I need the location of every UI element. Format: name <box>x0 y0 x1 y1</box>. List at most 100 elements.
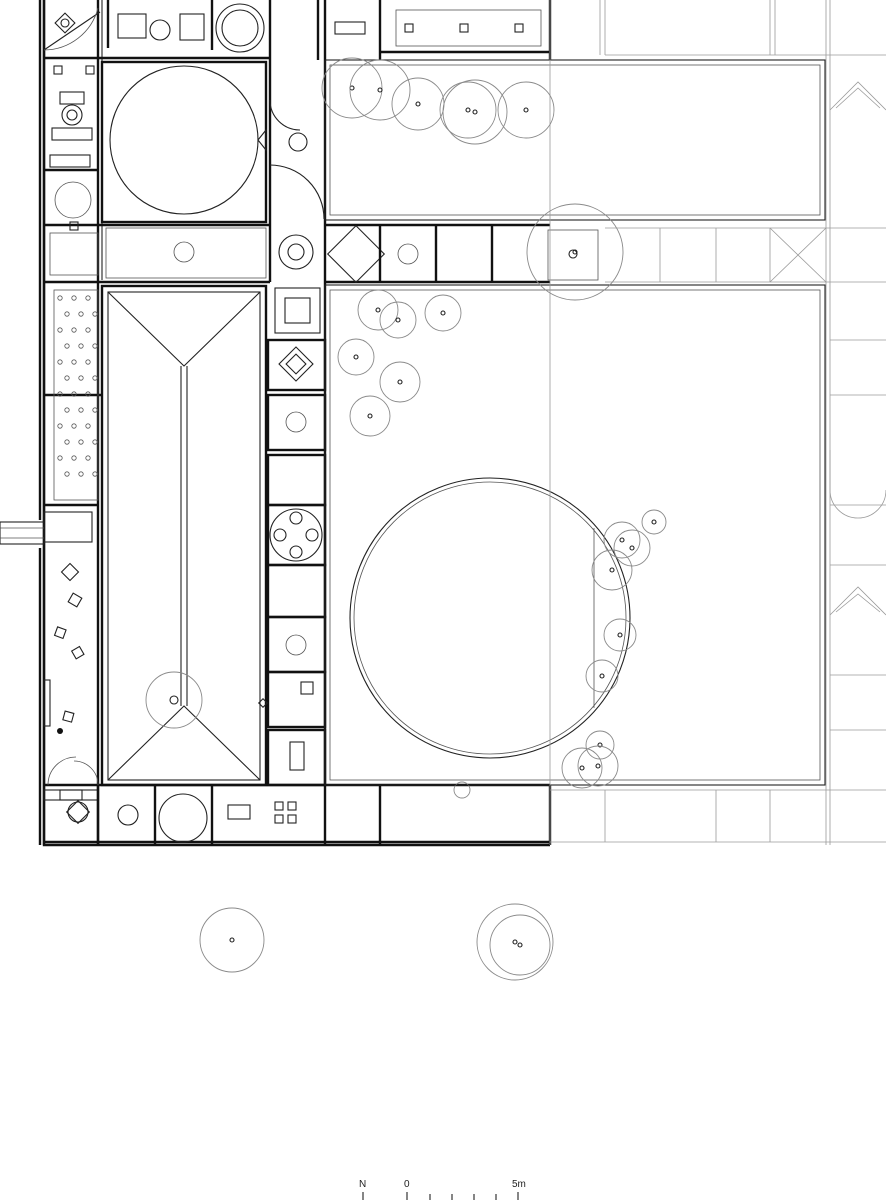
scale-bar: N 0 5m <box>359 1179 526 1200</box>
floor-dot <box>92 439 98 445</box>
tree-canopy <box>424 294 462 332</box>
tree-trunk <box>229 937 235 943</box>
floor-dot <box>92 471 98 477</box>
tree-canopy <box>613 529 651 567</box>
tree-trunk <box>465 107 471 113</box>
floor-dot <box>92 375 98 381</box>
tree-canopy <box>321 57 383 119</box>
tree-canopy <box>442 79 508 145</box>
tree-trunk <box>415 101 421 107</box>
floor-dot <box>57 327 63 333</box>
circular-room-top <box>100 60 268 279</box>
tree-canopy <box>577 745 619 787</box>
tree-trunk <box>599 673 605 679</box>
tree-canopy <box>391 77 445 131</box>
floor-dot <box>71 359 77 365</box>
tree-trunk <box>375 307 381 313</box>
north-label: N <box>359 1179 366 1190</box>
tree-canopy <box>337 338 375 376</box>
floor-dot <box>64 407 70 413</box>
tree-canopy <box>603 521 641 559</box>
middle-row <box>325 223 599 284</box>
floor-dot <box>78 375 84 381</box>
tree-trunk <box>572 249 578 255</box>
floor-dot <box>92 407 98 413</box>
tree-canopy <box>591 549 633 591</box>
tree-trunk <box>617 632 623 638</box>
tree-canopy <box>489 914 551 976</box>
tree-trunk <box>472 109 478 115</box>
tree-canopy <box>476 903 554 981</box>
tree-canopy <box>526 203 624 301</box>
floor-dot <box>92 311 98 317</box>
floor-dot <box>71 391 77 397</box>
floor-dot <box>85 327 91 333</box>
floor-dot <box>78 471 84 477</box>
corridor <box>266 0 327 845</box>
floor-dot <box>64 311 70 317</box>
floor-dot <box>57 455 63 461</box>
tree-trunk <box>440 310 446 316</box>
floor-dot <box>57 295 63 301</box>
floor-dot <box>85 391 91 397</box>
floor-dot <box>78 343 84 349</box>
tree-canopy <box>603 618 637 652</box>
floor-dot <box>57 423 63 429</box>
bottom-rooms <box>65 781 552 845</box>
tree-trunk <box>353 354 359 360</box>
tree-canopy <box>379 301 417 339</box>
floor-dot <box>78 439 84 445</box>
floor-dot <box>64 439 70 445</box>
tree-trunk <box>595 763 601 769</box>
top-rooms <box>106 0 552 282</box>
floor-dot <box>71 455 77 461</box>
left-lower-room <box>53 562 85 734</box>
floor-dot <box>85 359 91 365</box>
tree-canopy <box>199 907 265 973</box>
chair-icon <box>65 799 91 825</box>
tree-trunk <box>397 379 403 385</box>
scale-end-label: 5m <box>512 1179 526 1190</box>
tree-trunk <box>597 742 603 748</box>
floor-dot <box>64 343 70 349</box>
top-left-rooms <box>43 7 101 276</box>
tree-canopy <box>379 361 421 403</box>
tree-trunk <box>619 537 625 543</box>
tree-canopy <box>561 747 603 789</box>
desk-chair-icon <box>54 12 76 34</box>
floor-dot <box>57 359 63 365</box>
tree-canopy <box>349 59 411 121</box>
tree-canopy <box>349 395 391 437</box>
tree-trunk <box>367 413 373 419</box>
tree-trunk <box>517 942 523 948</box>
tree-trunk <box>651 519 657 525</box>
tree-canopy <box>585 659 619 693</box>
tree-canopy <box>357 289 399 331</box>
floor-dot <box>57 391 63 397</box>
tree-trunk <box>395 317 401 323</box>
tree-trunk <box>629 545 635 551</box>
left-wing <box>0 0 325 845</box>
tree-trunk <box>512 939 518 945</box>
floor-dot <box>78 407 84 413</box>
main-courtyard <box>324 284 826 786</box>
floor-dot <box>64 471 70 477</box>
floor-dot <box>85 423 91 429</box>
floor-dot <box>85 295 91 301</box>
dotted-area <box>57 295 98 477</box>
floor-dot <box>71 295 77 301</box>
floor-dot <box>85 455 91 461</box>
scale-start-label: 0 <box>404 1179 410 1190</box>
floor-dot <box>78 311 84 317</box>
outer-walls <box>38 0 550 847</box>
floor-dot <box>71 327 77 333</box>
tree-trunk <box>377 87 383 93</box>
tree-trunk <box>579 765 585 771</box>
tree-canopy <box>439 81 497 139</box>
tree-canopy <box>585 730 615 760</box>
upper-courtyard <box>324 59 826 221</box>
right-facade <box>549 0 886 845</box>
long-hall <box>100 284 269 787</box>
floor-dot <box>71 423 77 429</box>
